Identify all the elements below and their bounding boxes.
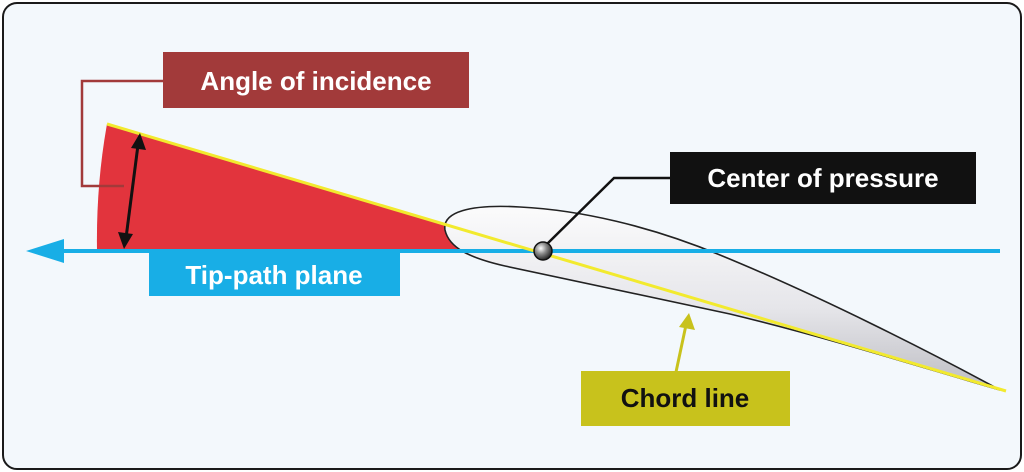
chord-line <box>106 122 1007 393</box>
tip-path-plane-arrowhead <box>26 239 64 263</box>
tip-path-plane-label: Tip-path plane <box>149 253 400 296</box>
angle-arrow-shaft <box>124 144 140 239</box>
tip-path-plane-text: Tip-path plane <box>185 260 362 290</box>
chord-line-leader-arrowhead <box>679 313 695 330</box>
center-of-pressure-label: Center of pressure <box>670 152 976 204</box>
center-of-pressure-leader <box>545 176 670 246</box>
center-of-pressure-marker <box>533 241 553 261</box>
center-of-pressure-text: Center of pressure <box>707 163 938 193</box>
chord-line-text: Chord line <box>621 383 750 413</box>
angle-arrow-head-bottom <box>118 232 133 249</box>
chord-line-label: Chord line <box>581 371 790 426</box>
angle-of-incidence-text: Angle of incidence <box>200 66 431 96</box>
chord-line-leader <box>674 324 688 373</box>
angle-of-incidence-label: Angle of incidence <box>163 52 469 108</box>
angle-arrow-head-top <box>131 133 146 150</box>
angle-of-incidence-leader <box>80 79 164 188</box>
